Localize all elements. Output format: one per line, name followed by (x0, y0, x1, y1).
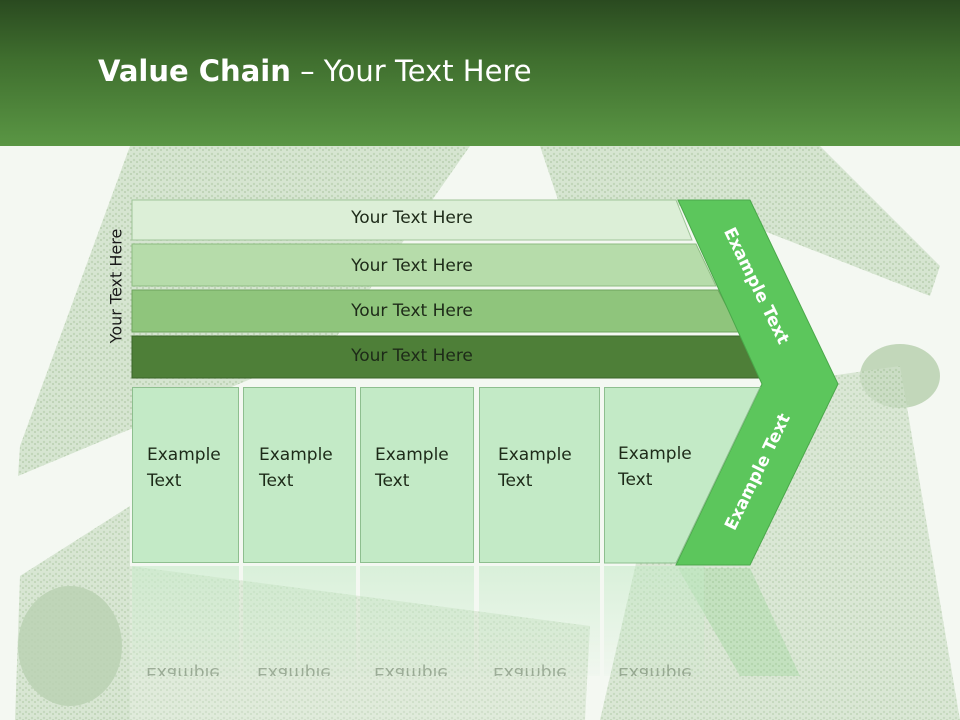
box-4-reflection-text: Example (493, 663, 567, 676)
title-bold: Value Chain (98, 54, 291, 88)
box-5-reflection: Example (604, 566, 704, 676)
box-1-reflection: Example (132, 566, 239, 676)
bar-1-label: Your Text Here (351, 208, 473, 228)
bar-2-label: Your Text Here (351, 256, 473, 276)
chevron-arrow-shape (675, 199, 839, 566)
box-2-reflection: Example (243, 566, 356, 676)
slide-title: Value Chain – Your Text Here (98, 54, 532, 88)
box-4-reflection: Example (479, 566, 600, 676)
title-rest: – Your Text Here (290, 54, 532, 88)
box-5-line2: Text (618, 470, 653, 490)
bar-2-shape (131, 243, 717, 287)
box-5-line1: Example (618, 444, 692, 464)
bar-1-shape (131, 199, 693, 241)
box-5-reflection-text: Example (618, 663, 692, 676)
side-label-text: Your Text Here (106, 228, 126, 344)
activity-box-5-shape (604, 387, 761, 564)
box-1-reflection-text: Example (146, 663, 220, 676)
box-2-line1: Example (259, 445, 333, 465)
bar-4-label: Your Text Here (351, 346, 473, 366)
box-3-line1: Example (375, 445, 449, 465)
box-2-reflection-text: Example (257, 663, 331, 676)
box-4-line2: Text (498, 471, 533, 491)
box-3-reflection: Example (360, 566, 474, 676)
box-2-line2: Text (259, 471, 294, 491)
box-4-line1: Example (498, 445, 572, 465)
chevron-reflection (678, 568, 800, 676)
box-1-line2: Text (147, 471, 182, 491)
box-3-reflection-text: Example (374, 663, 448, 676)
bar-3-label: Your Text Here (351, 301, 473, 321)
title-band (0, 0, 960, 146)
box-3-line2: Text (375, 471, 410, 491)
box-1-line1: Example (147, 445, 221, 465)
